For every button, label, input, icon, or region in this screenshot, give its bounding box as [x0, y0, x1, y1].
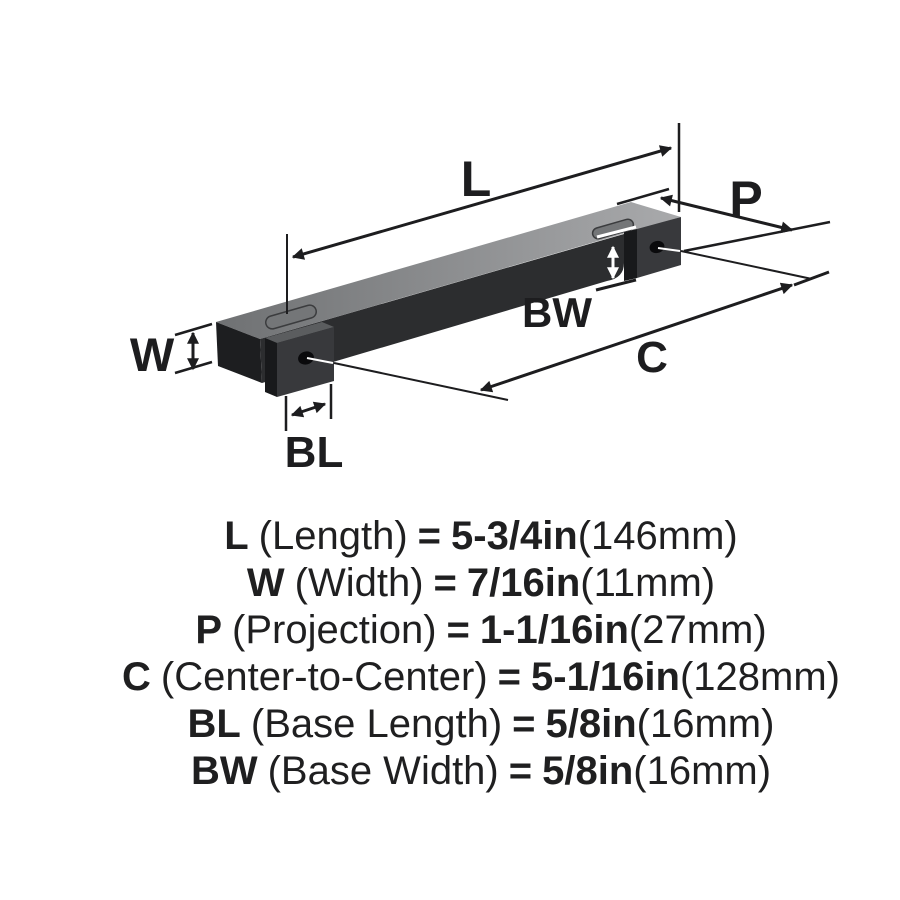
- spec-value: 5/8in: [542, 749, 634, 793]
- length-dimension-line: [291, 145, 673, 260]
- length-label: L: [461, 151, 492, 207]
- spec-metric: (11mm): [580, 561, 716, 605]
- center-extension-left-on-foot: [306, 357, 334, 364]
- dimension-projection: [616, 187, 831, 253]
- base-length-dimension-line: [290, 401, 327, 418]
- spec-value: 7/16in: [466, 561, 581, 605]
- dimension-base-length: [284, 384, 333, 431]
- width-tick-top: [174, 322, 213, 337]
- spec-metric: (16mm): [633, 749, 772, 793]
- spec-equals: =: [417, 514, 442, 558]
- center-extension-left: [333, 362, 509, 401]
- spec-line-base-width: BW(Base Width)=5/8in(16mm): [62, 748, 900, 795]
- spec-line-width: W(Width)=7/16in(11mm): [62, 560, 900, 607]
- projection-extension-line-upper: [616, 187, 670, 206]
- spec-name: (Base Length): [250, 702, 503, 746]
- handle-grip-front-face: [260, 234, 624, 383]
- handle-left-end-cap: [216, 322, 262, 383]
- spec-list: L(Length)=5-3/4in(146mm) W(Width)=7/16in…: [62, 513, 900, 795]
- base-width-tick-top: [596, 225, 637, 239]
- spec-line-center-to-center: C(Center-to-Center)=5-1/16in(128mm): [62, 654, 900, 701]
- left-foot-top-face: [265, 322, 334, 343]
- projection-dimension-line: [659, 194, 794, 234]
- spec-name: (Base Width): [267, 749, 499, 793]
- spec-code: BL: [187, 702, 241, 746]
- pull-handle-drawing: [216, 202, 681, 397]
- spec-value: 5-3/4in: [451, 514, 578, 558]
- width-label: W: [130, 328, 175, 381]
- center-to-center-label: C: [636, 333, 668, 382]
- left-foot-side-face: [265, 338, 277, 397]
- projection-label: P: [729, 171, 762, 227]
- spec-name: (Length): [258, 514, 408, 558]
- center-dimension-line-overrun: [793, 270, 830, 287]
- base-width-label: BW: [522, 289, 592, 336]
- spec-equals: =: [446, 608, 470, 652]
- center-dimension-line: [479, 282, 794, 393]
- spec-equals: =: [433, 561, 457, 605]
- spec-code: P: [195, 608, 223, 652]
- base-length-label: BL: [285, 428, 344, 477]
- left-counterbore-slot: [265, 304, 317, 330]
- spec-metric: (128mm): [679, 655, 840, 699]
- spec-line-length: L(Length)=5-3/4in(146mm): [62, 513, 900, 560]
- spec-code: L: [224, 514, 249, 558]
- spec-code: W: [246, 561, 285, 605]
- spec-equals: =: [497, 655, 521, 699]
- spec-metric: (146mm): [577, 514, 738, 558]
- spec-name: (Width): [294, 561, 424, 605]
- dimension-center-to-center: [306, 247, 830, 401]
- spec-name: (Projection): [232, 608, 437, 652]
- center-extension-right-on-foot: [657, 247, 681, 252]
- spec-equals: =: [512, 702, 536, 746]
- left-screw-hole: [298, 351, 314, 365]
- spec-name: (Center-to-Center): [160, 655, 488, 699]
- projection-extension-line-lower: [683, 220, 831, 253]
- spec-value: 5-1/16in: [531, 655, 680, 699]
- spec-code: BW: [190, 749, 258, 793]
- spec-code: C: [121, 655, 151, 699]
- spec-value: 1-1/16in: [479, 608, 629, 652]
- center-extension-right: [680, 250, 813, 280]
- handle-dimension-drawing: L P BW C W: [130, 123, 831, 477]
- spec-equals: =: [508, 749, 533, 793]
- spec-value: 5/8in: [545, 702, 637, 746]
- dimension-width: [174, 322, 213, 375]
- spec-metric: (27mm): [628, 608, 767, 652]
- spec-line-projection: P(Projection)=1-1/16in(27mm): [62, 607, 900, 654]
- spec-line-base-length: BL(Base Length)=5/8in(16mm): [62, 701, 900, 748]
- spec-metric: (16mm): [636, 702, 775, 746]
- right-foot-side-face: [624, 229, 637, 281]
